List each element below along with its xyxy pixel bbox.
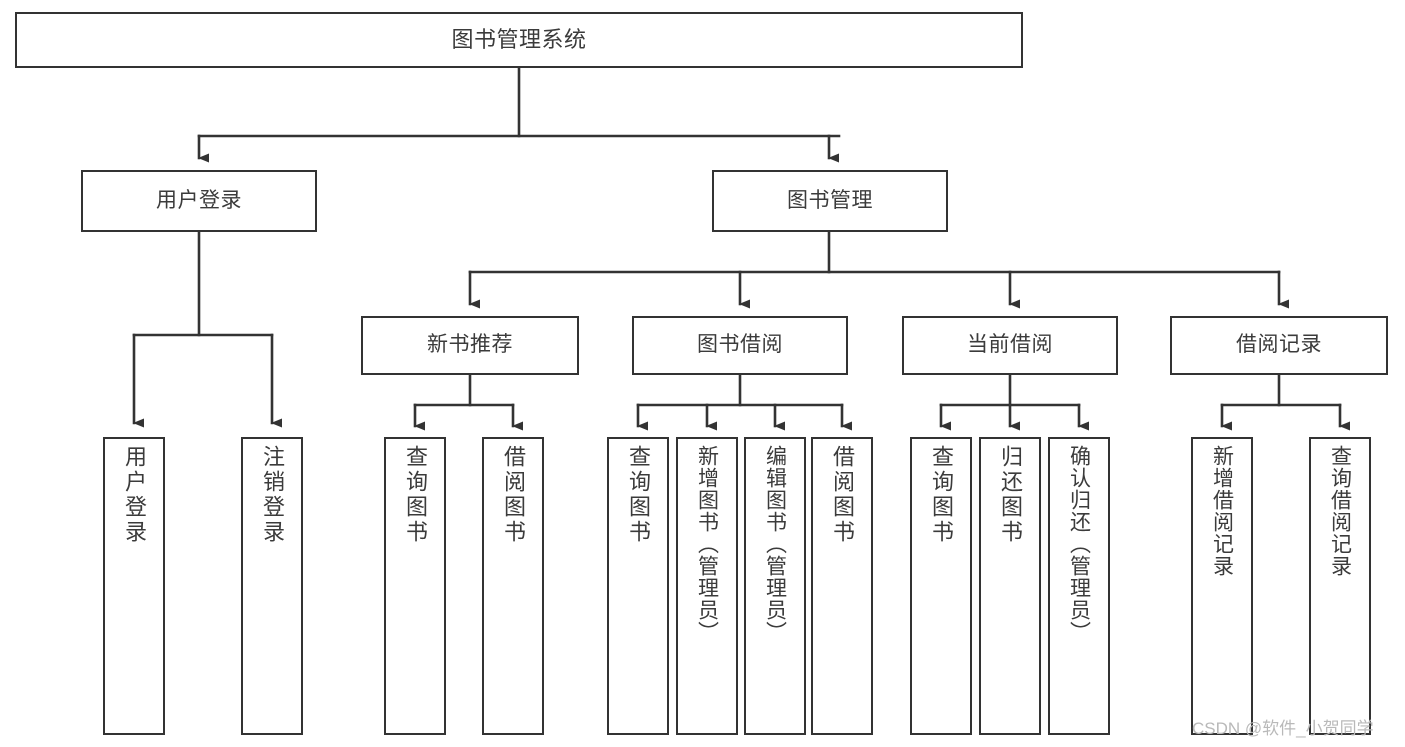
node-label: 查询图书 <box>626 445 651 545</box>
node-label: 新增图书（管理员） <box>695 445 719 643</box>
node-book-management[interactable]: 图书管理 <box>712 170 948 232</box>
leaf-current-borrow-confirm-return-admin[interactable]: 确认归还（管理员） <box>1048 437 1110 735</box>
leaf-book-borrow-borrow-book[interactable]: 借阅图书 <box>811 437 873 735</box>
leaf-current-borrow-return-book[interactable]: 归还图书 <box>979 437 1041 735</box>
node-user-login[interactable]: 用户登录 <box>81 170 317 232</box>
node-label: 借阅图书 <box>830 445 855 545</box>
leaf-book-borrow-add-book-admin[interactable]: 新增图书（管理员） <box>676 437 738 735</box>
leaf-borrow-record-query-record[interactable]: 查询借阅记录 <box>1309 437 1371 735</box>
node-label: 注销登录 <box>260 445 285 545</box>
leaf-current-borrow-query-book[interactable]: 查询图书 <box>910 437 972 735</box>
leaf-user-login-login[interactable]: 用户登录 <box>103 437 165 735</box>
leaf-book-borrow-edit-book-admin[interactable]: 编辑图书（管理员） <box>744 437 806 735</box>
node-label: 用户登录 <box>122 445 147 545</box>
node-label: 查询借阅记录 <box>1328 445 1352 577</box>
node-label: 图书管理 <box>787 188 873 212</box>
csdn-watermark: CSDN @软件_小贺同学 <box>1192 719 1374 738</box>
node-label: 确认归还（管理员） <box>1067 445 1091 643</box>
node-label: 图书借阅 <box>697 333 783 357</box>
node-book-borrow[interactable]: 图书借阅 <box>632 316 848 375</box>
leaf-borrow-record-add-record[interactable]: 新增借阅记录 <box>1191 437 1253 735</box>
node-label: 用户登录 <box>156 188 242 212</box>
node-root-library-management-system[interactable]: 图书管理系统 <box>15 12 1023 68</box>
node-label: 新增借阅记录 <box>1210 445 1234 577</box>
node-label: 当前借阅 <box>967 333 1053 357</box>
node-label: 编辑图书（管理员） <box>763 445 787 643</box>
leaf-new-book-borrow-book[interactable]: 借阅图书 <box>482 437 544 735</box>
leaf-new-book-query-book[interactable]: 查询图书 <box>384 437 446 735</box>
node-label: 新书推荐 <box>427 333 513 357</box>
node-label: 查询图书 <box>929 445 954 545</box>
leaf-book-borrow-query-book[interactable]: 查询图书 <box>607 437 669 735</box>
node-label: 借阅图书 <box>501 445 526 545</box>
node-label: 借阅记录 <box>1236 333 1322 357</box>
node-current-borrow[interactable]: 当前借阅 <box>902 316 1118 375</box>
node-label: 归还图书 <box>998 445 1023 545</box>
node-new-book-recommend[interactable]: 新书推荐 <box>361 316 579 375</box>
leaf-user-login-logout[interactable]: 注销登录 <box>241 437 303 735</box>
node-borrow-record[interactable]: 借阅记录 <box>1170 316 1388 375</box>
node-label: 查询图书 <box>403 445 428 545</box>
node-label: 图书管理系统 <box>451 26 587 52</box>
